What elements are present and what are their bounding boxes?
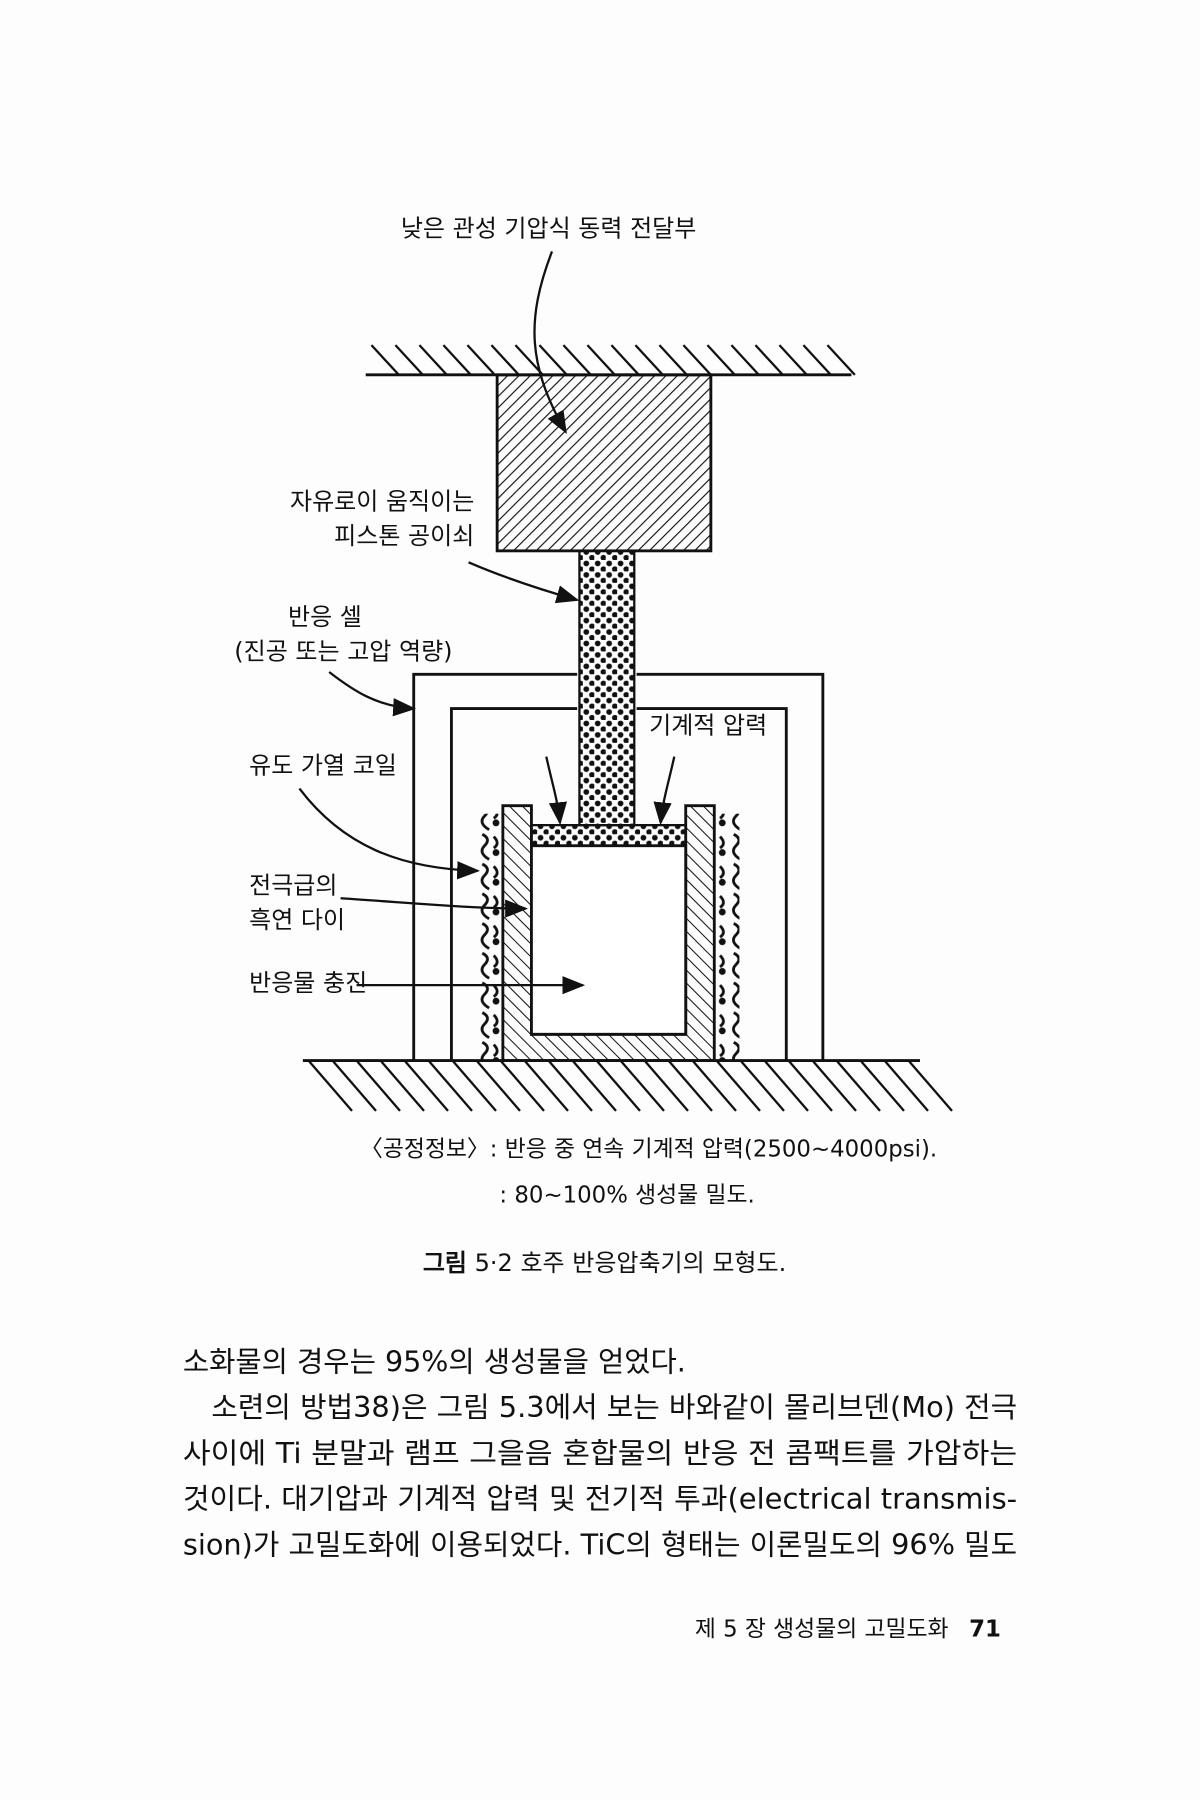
arrow-die (340, 897, 528, 918)
hatch-mark (499, 1059, 545, 1112)
ground-support (302, 1059, 953, 1112)
arrow-pressure-left (545, 756, 568, 826)
label-cell-2: (진공 또는 고압 역량) (234, 637, 452, 665)
reaction-cell-inner (450, 707, 788, 1061)
hatch-mark (763, 1059, 809, 1112)
reaction-cell-outer (412, 672, 825, 1061)
body-line: 사이에 Ti 분말과 램프 그을음 혼합물의 반응 전 콤팩트를 가압하는 (183, 1436, 1017, 1470)
hatch-mark (466, 344, 496, 376)
page-number: 71 (969, 1617, 1001, 1643)
arrow-pressure-right (653, 756, 676, 826)
hatch-mark (490, 344, 520, 376)
piston-ram (578, 549, 636, 827)
hatch-mark (643, 1059, 689, 1112)
hatch-mark (547, 1059, 593, 1112)
hatch-mark (802, 344, 832, 376)
hatch-mark (451, 1059, 497, 1112)
arrow-top-drive (533, 251, 567, 434)
hatch-mark (658, 344, 688, 376)
piston-block (495, 373, 713, 553)
hatch-mark (883, 1059, 929, 1112)
hatch-mark (835, 1059, 881, 1112)
hatch-mark (715, 1059, 761, 1112)
hatch-mark (754, 344, 784, 376)
body-line: sion)가 고밀도화에 이용되었다. TiC의 형태는 이론밀도의 96% 밀… (183, 1527, 1017, 1561)
hatch-mark (418, 344, 448, 376)
hatch-mark (634, 344, 664, 376)
figure-caption-label: 그림 (423, 1249, 467, 1277)
label-coil: 유도 가열 코일 (249, 752, 397, 780)
label-cell-1: 반응 셀 (288, 603, 362, 631)
label-piston-2: 피스톤 공이쇠 (334, 522, 474, 550)
top-support (365, 344, 856, 377)
running-footer: 제 5 장 생성물의 고밀도화 (695, 1617, 949, 1643)
hatch-mark (427, 1059, 473, 1112)
label-die-2: 흑연 다이 (249, 906, 345, 934)
body-line: 소화물의 경우는 95%의 생성물을 얻었다. (183, 1344, 686, 1378)
arrow-cell (328, 671, 416, 717)
hatch-mark (859, 1059, 905, 1112)
process-info-2: : 80~100% 생성물 밀도. (499, 1182, 754, 1208)
reactant-charge (530, 844, 688, 1036)
hatch-mark (691, 1059, 737, 1112)
arrow-coil (298, 787, 480, 880)
hatch-mark (379, 1059, 425, 1112)
label-charge: 반응물 충진 (249, 969, 367, 997)
hatch-mark (370, 344, 400, 376)
hatch-mark (811, 1059, 857, 1112)
hatch-mark (307, 1059, 353, 1112)
hatch-mark (730, 344, 760, 376)
hatch-mark (907, 1059, 953, 1112)
hatch-mark (586, 344, 616, 376)
process-info-1: 〈공정정보〉: 반응 중 연속 기계적 압력(2500~4000psi). (360, 1137, 937, 1163)
hatch-mark (787, 1059, 833, 1112)
hatch-mark (523, 1059, 569, 1112)
hatch-mark (682, 344, 712, 376)
hatch-mark (619, 1059, 665, 1112)
hatch-mark (475, 1059, 521, 1112)
induction-coil-left (477, 813, 501, 1061)
piston-flange (530, 823, 687, 847)
induction-coil-right (716, 813, 740, 1061)
hatch-mark (706, 344, 736, 376)
body-line: 소련의 방법38)은 그림 5.3에서 보는 바와같이 몰리브덴(Mo) 전극 (211, 1390, 1017, 1424)
hatch-mark (610, 344, 640, 376)
body-line: 것이다. 대기압과 기계적 압력 및 전기적 투과(electrical tra… (183, 1482, 1017, 1516)
figure-caption-text: 5·2 호주 반응압축기의 모형도. (475, 1249, 787, 1277)
hatch-mark (562, 344, 592, 376)
label-top-drive: 낮은 관성 기압식 동력 전달부 (401, 215, 696, 243)
label-piston-1: 자유로이 움직이는 (290, 488, 474, 516)
hatch-mark (739, 1059, 785, 1112)
hatch-mark (403, 1059, 449, 1112)
label-die-1: 전극급의 (249, 872, 337, 900)
hatch-mark (571, 1059, 617, 1112)
hatch-mark (826, 344, 856, 376)
hatch-mark (667, 1059, 713, 1112)
hatch-mark (394, 344, 424, 376)
arrow-piston (468, 561, 580, 604)
hatch-mark (442, 344, 472, 376)
hatch-mark (355, 1059, 401, 1112)
hatch-mark (778, 344, 808, 376)
figure-caption: 그림 5·2 호주 반응압축기의 모형도. (423, 1249, 786, 1277)
label-mech-pressure: 기계적 압력 (649, 712, 767, 740)
hatch-mark (538, 344, 568, 376)
hatch-mark (595, 1059, 641, 1112)
hatch-mark (331, 1059, 377, 1112)
